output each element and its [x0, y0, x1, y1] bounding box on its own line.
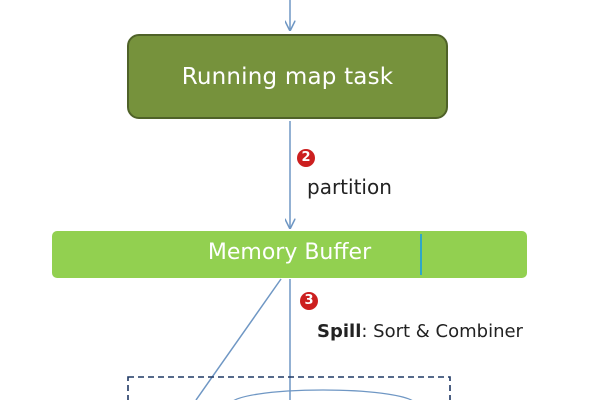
partition-label: partition: [307, 175, 392, 199]
spill-keyword: Spill: [317, 321, 362, 342]
memory-buffer-node: Memory Buffer: [52, 231, 527, 278]
step-3-badge: 3: [300, 292, 318, 310]
spill-label: Spill: Sort & Combiner: [317, 321, 523, 342]
spill-file-ellipse: [233, 389, 413, 400]
spill-files-box: [127, 376, 451, 400]
spill-description: : Sort & Combiner: [361, 321, 523, 342]
spill-line-left: [195, 278, 282, 400]
map-task-node: Running map task: [127, 34, 448, 119]
step-2-badge: 2: [297, 149, 315, 167]
map-task-label: Running map task: [181, 63, 394, 90]
buffer-threshold-marker: [420, 234, 422, 275]
memory-buffer-label: Memory Buffer: [207, 240, 372, 265]
